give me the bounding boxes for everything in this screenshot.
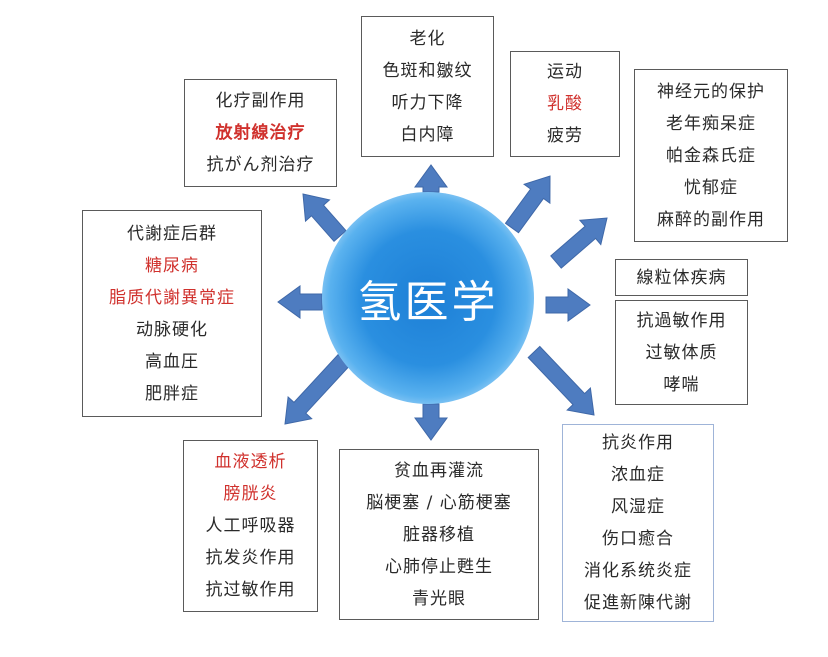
box-line: 心肺停止甦生 (385, 556, 493, 577)
box-line: 抗过敏作用 (205, 580, 296, 600)
box-line: 老化 (409, 28, 446, 49)
box-neuro: 神经元的保护 老年痴呆症 帕金森氏症 忧郁症 麻醉的副作用 (634, 69, 788, 242)
box-line-highlight: 糖尿病 (145, 255, 199, 276)
box-line: 疲劳 (547, 126, 583, 146)
box-line-highlight: 脂质代謝異常症 (109, 287, 235, 308)
box-line: 神经元的保护 (657, 81, 765, 102)
center-circle: 氢医学 (322, 192, 534, 404)
box-line: 白内障 (400, 124, 455, 145)
arrow-up (414, 164, 448, 193)
box-line: 帕金森氏症 (666, 145, 756, 166)
box-line-highlight: 脳梗塞 (366, 492, 421, 513)
box-line: 老年痴呆症 (666, 113, 756, 134)
box-line: 肥胖症 (145, 383, 199, 404)
box-line: 听力下降 (391, 92, 464, 113)
box-line: 線粒体疾病 (636, 267, 727, 288)
separator: / (426, 492, 434, 513)
box-line: 风湿症 (611, 497, 665, 517)
box-line: 促進新陳代謝 (584, 593, 692, 613)
arrow-down-left (284, 353, 351, 425)
box-ischemia: 贫血再灌流 脳梗塞 / 心筋梗塞 脏器移植 心肺停止甦生 青光眼 (339, 449, 539, 620)
box-line: 脏器移植 (403, 524, 475, 545)
box-line: 浓血症 (611, 465, 665, 485)
box-mitochondria: 線粒体疾病 (615, 259, 748, 296)
box-dialysis: 血液透析 膀胱炎 人工呼吸器 抗发炎作用 抗过敏作用 (183, 440, 318, 612)
box-line: 抗がん剂治疗 (206, 155, 315, 175)
arrow-right (545, 288, 591, 322)
box-line-highlight: 膀胱炎 (223, 484, 278, 504)
box-inflammation: 抗炎作用 浓血症 风湿症 伤口癒合 消化系统炎症 促進新陳代謝 (562, 424, 714, 622)
box-line: 消化系统炎症 (584, 561, 692, 581)
box-line: 色斑和皺纹 (382, 60, 473, 81)
box-line: 代謝症后群 (127, 223, 217, 244)
arrow-down-right (527, 345, 595, 416)
box-line: 贫血再灌流 (394, 460, 484, 481)
arrow-left (277, 285, 323, 319)
box-line: 青光眼 (412, 588, 466, 609)
box-line: 忧郁症 (684, 177, 738, 198)
box-line: 麻醉的副作用 (657, 209, 765, 230)
box-line: 高血圧 (145, 351, 199, 372)
box-metabolic: 代謝症后群 糖尿病 脂质代謝異常症 动脉硬化 高血圧 肥胖症 (82, 210, 262, 417)
center-title: 氢医学 (357, 277, 499, 328)
box-aging: 老化 色斑和皺纹 听力下降 白内障 (361, 16, 494, 157)
arrow-up-left (302, 193, 347, 243)
box-line-part: 心筋梗塞 (439, 492, 512, 513)
box-line: 抗過敏作用 (636, 310, 727, 331)
arrow-right-upper (550, 217, 608, 269)
arrow-up-right (504, 175, 551, 234)
box-line: 抗炎作用 (602, 433, 674, 453)
box-line: 伤口癒合 (602, 529, 674, 549)
box-line: 过敏体质 (645, 342, 718, 363)
arrow-down (414, 403, 448, 441)
box-line-highlight: 血液透析 (214, 452, 287, 472)
box-exercise: 运动 乳酸 疲劳 (510, 51, 620, 157)
box-line: 人工呼吸器 (205, 516, 296, 536)
box-line: 哮喘 (663, 374, 700, 395)
box-line-highlight: 乳酸 (547, 94, 583, 114)
box-line: 动脉硬化 (136, 319, 208, 340)
box-line-highlight: 放射線治疗 (215, 123, 306, 143)
box-line: 化疗副作用 (215, 91, 306, 111)
box-line: 运动 (547, 62, 583, 82)
box-allergy: 抗過敏作用 过敏体质 哮喘 (615, 300, 748, 405)
box-line-mixed: 脳梗塞 / 心筋梗塞 (366, 487, 512, 519)
box-line: 抗发炎作用 (205, 548, 296, 568)
box-chemo: 化疗副作用 放射線治疗 抗がん剂治疗 (184, 79, 337, 187)
